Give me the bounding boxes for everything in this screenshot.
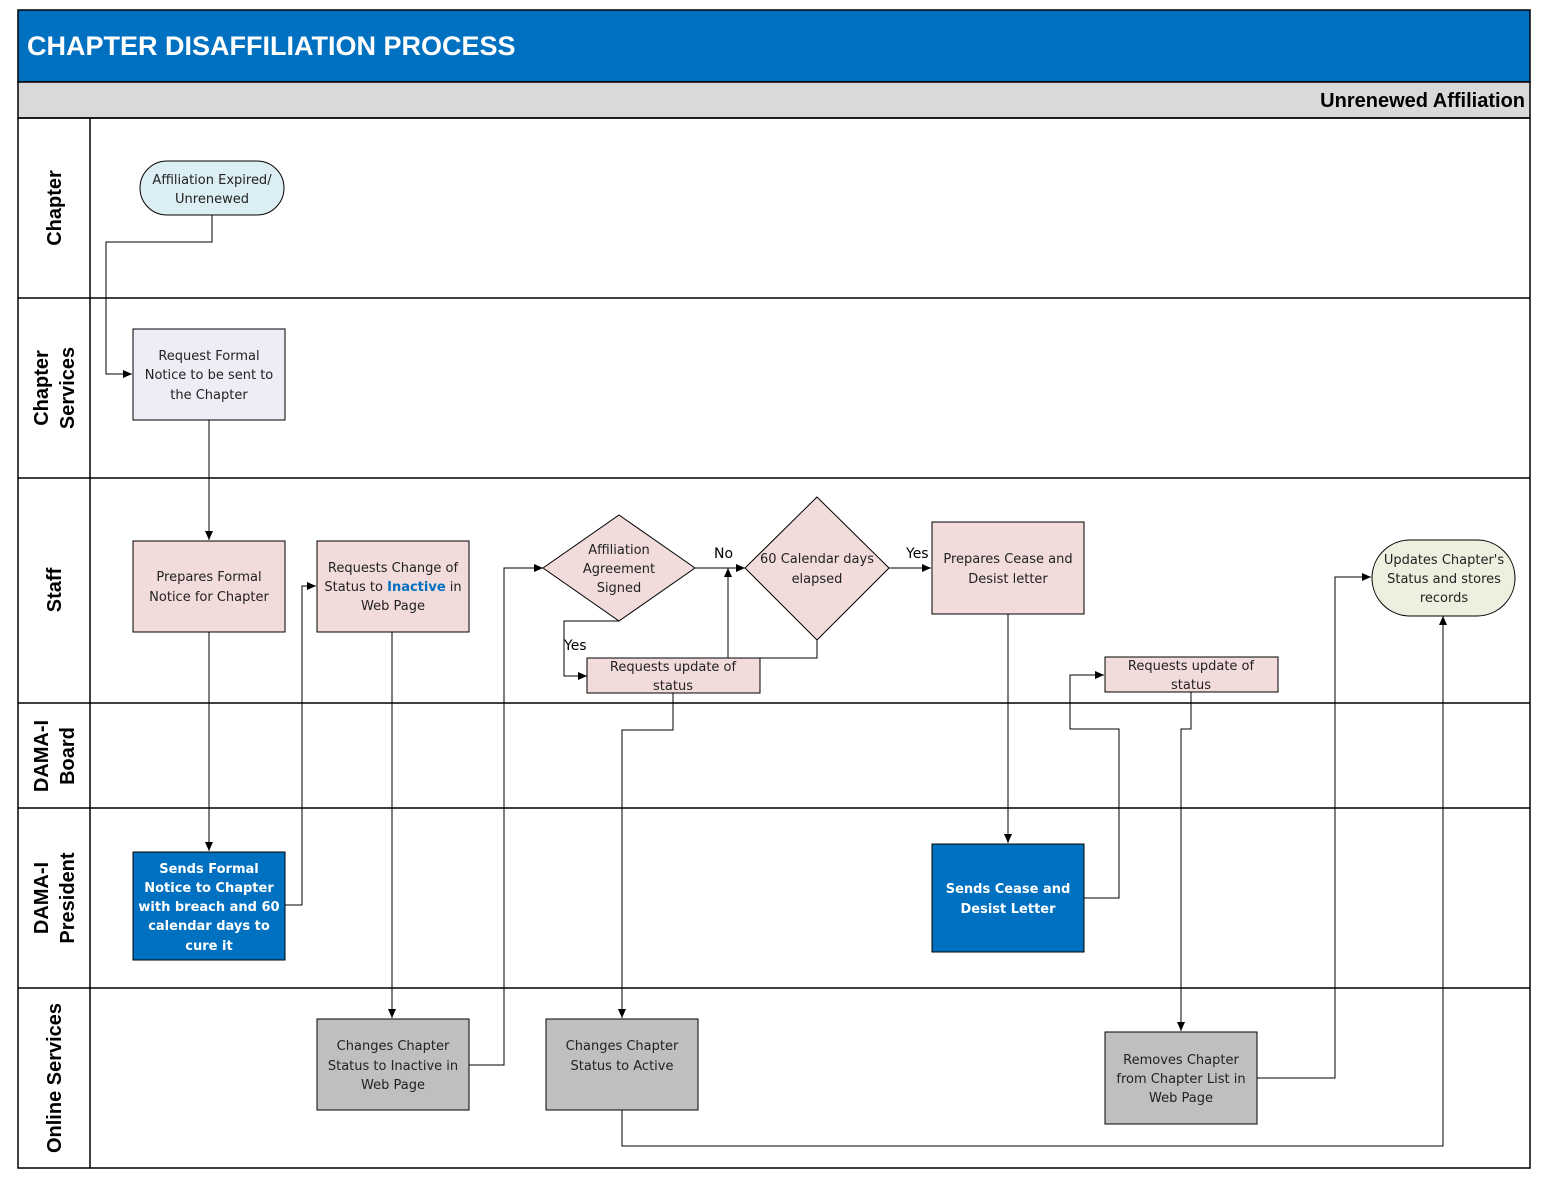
diagram-title: CHAPTER DISAFFILIATION PROCESS: [27, 31, 516, 61]
edge-label-no: No: [714, 546, 733, 562]
decision-agreement-signed: Affiliation Agreement Signed: [542, 514, 696, 622]
svg-text:Updates Chapter's: Updates Chapter's: [1384, 553, 1505, 568]
svg-text:status: status: [653, 679, 693, 694]
node-sends-cease-desist: Sends Cease and Desist Letter: [931, 843, 1085, 953]
svg-text:Agreement: Agreement: [583, 562, 655, 577]
svg-text:DAMA-I: DAMA-I: [31, 720, 53, 792]
svg-text:Requests update of: Requests update of: [1128, 659, 1255, 674]
edge-agreement-yes-to-update: [563, 620, 619, 680]
svg-text:Status to Inactive in: Status to Inactive in: [328, 1059, 458, 1074]
svg-text:Notice for Chapter: Notice for Chapter: [149, 590, 269, 605]
edge-label-yes-days: Yes: [905, 546, 929, 562]
decision-60-days-elapsed: 60 Calendar days elapsed: [744, 496, 890, 641]
edge-expired-to-request: [105, 215, 213, 378]
svg-text:Request Formal: Request Formal: [158, 349, 259, 364]
node-changes-status-inactive: Changes Chapter Status to Inactive in We…: [316, 1018, 470, 1111]
svg-text:Unrenewed: Unrenewed: [175, 192, 249, 207]
svg-text:Sends Formal: Sends Formal: [159, 862, 258, 877]
svg-text:Notice to Chapter: Notice to Chapter: [144, 881, 274, 896]
svg-text:Chapter: Chapter: [44, 170, 66, 246]
node-changes-status-active: Changes Chapter Status to Active: [545, 1018, 699, 1111]
node-requests-update-status-1: Requests update of status: [586, 657, 761, 694]
svg-text:from Chapter List in: from Chapter List in: [1116, 1072, 1245, 1087]
phase-bar: [17, 81, 1531, 119]
svg-text:Status to Inactive in: Status to Inactive in: [324, 580, 461, 595]
svg-text:Status to Active: Status to Active: [571, 1059, 674, 1074]
svg-text:elapsed: elapsed: [792, 572, 843, 587]
title-bar: [17, 9, 1531, 83]
svg-text:Changes Chapter: Changes Chapter: [337, 1039, 450, 1054]
svg-text:Requests Change of: Requests Change of: [328, 561, 459, 576]
edge-removes-to-records: [1257, 573, 1371, 1079]
lane-label-online: Online Services: [44, 1003, 66, 1153]
svg-text:President: President: [57, 852, 79, 943]
lane-label-staff: Staff: [44, 567, 66, 612]
edge-cease-to-update2: [1069, 671, 1120, 899]
edge-active-to-records: [621, 616, 1447, 1147]
edge-update2-to-removes: [1177, 692, 1192, 1031]
edge-changes-inactive-to-agreement: [469, 564, 543, 1066]
svg-text:Prepares Cease and: Prepares Cease and: [943, 552, 1072, 567]
node-removes-chapter: Removes Chapter from Chapter List in Web…: [1104, 1031, 1258, 1125]
node-affiliation-expired: Affiliation Expired/ Unrenewed: [139, 160, 285, 216]
svg-text:Affiliation Expired/: Affiliation Expired/: [152, 173, 272, 188]
node-sends-formal-notice: Sends Formal Notice to Chapter with brea…: [132, 851, 286, 961]
svg-text:Chapter: Chapter: [31, 350, 53, 426]
svg-text:with breach and 60: with breach and 60: [138, 900, 279, 915]
svg-text:60 Calendar days: 60 Calendar days: [760, 552, 874, 567]
svg-text:Staff: Staff: [44, 567, 66, 612]
svg-text:status: status: [1171, 678, 1211, 693]
edge-days-loop: [724, 568, 818, 659]
svg-text:Notice to be sent to: Notice to be sent to: [145, 368, 274, 383]
node-prepares-formal-notice: Prepares Formal Notice for Chapter: [132, 540, 286, 633]
edge-update1-to-active: [618, 693, 674, 1018]
edge-sends-to-requests-inactive: [285, 582, 316, 906]
lane-label-board: DAMA-I Board: [31, 720, 79, 792]
svg-text:Removes Chapter: Removes Chapter: [1123, 1053, 1239, 1068]
svg-text:Sends Cease and: Sends Cease and: [946, 882, 1071, 897]
svg-text:Web Page: Web Page: [1149, 1091, 1213, 1106]
svg-text:Changes Chapter: Changes Chapter: [566, 1039, 679, 1054]
svg-text:Signed: Signed: [597, 581, 642, 596]
svg-text:Affiliation: Affiliation: [588, 543, 650, 558]
node-requests-update-status-2: Requests update of status: [1104, 656, 1279, 693]
edge-label-yes-agreement: Yes: [563, 638, 587, 654]
svg-text:Board: Board: [57, 727, 79, 785]
svg-text:Status and stores: Status and stores: [1387, 572, 1501, 587]
svg-text:records: records: [1420, 591, 1469, 606]
node-updates-records: Updates Chapter's Status and stores reco…: [1371, 539, 1516, 617]
node-request-formal-notice: Request Formal Notice to be sent to the …: [132, 328, 286, 421]
svg-text:Requests update of: Requests update of: [610, 660, 737, 675]
svg-text:Web Page: Web Page: [361, 599, 425, 614]
svg-text:cure it: cure it: [185, 939, 232, 954]
svg-text:Prepares Formal: Prepares Formal: [156, 570, 261, 585]
node-prepares-cease-desist: Prepares Cease and Desist letter: [931, 521, 1085, 615]
phase-label: Unrenewed Affiliation: [1320, 90, 1525, 112]
lanes-frame: [17, 117, 1531, 1169]
lane-label-president: DAMA-I President: [31, 852, 79, 943]
svg-text:Desist letter: Desist letter: [968, 572, 1048, 587]
lane-label-chapter: Chapter: [44, 170, 66, 246]
node-requests-inactive: Requests Change of Status to Inactive in…: [316, 540, 470, 633]
lane-label-chapter-services: Chapter Services: [31, 347, 79, 429]
svg-text:Desist Letter: Desist Letter: [960, 902, 1056, 917]
svg-text:DAMA-I: DAMA-I: [31, 862, 53, 934]
svg-text:Services: Services: [57, 347, 79, 429]
svg-text:Web Page: Web Page: [361, 1078, 425, 1093]
svg-text:Online Services: Online Services: [44, 1003, 66, 1153]
svg-text:calendar days to: calendar days to: [148, 919, 270, 934]
svg-text:the Chapter: the Chapter: [170, 388, 248, 403]
